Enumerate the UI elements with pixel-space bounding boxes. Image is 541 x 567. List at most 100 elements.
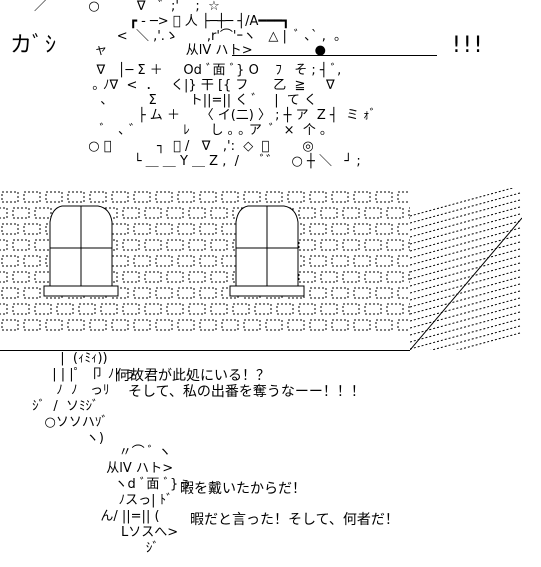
brick: [0, 239, 8, 251]
brick: [199, 223, 217, 235]
brick: [397, 255, 410, 267]
brick: [331, 287, 349, 299]
brick-side-line: [410, 255, 521, 287]
brick-side-line: [410, 304, 521, 336]
brick-side-line: [410, 206, 521, 238]
brick: [309, 319, 327, 331]
window-right-sill: [229, 285, 305, 297]
brick: [375, 223, 393, 235]
brick-side-line: [430, 325, 521, 350]
speaker-1-line: ヽ): [28, 431, 104, 446]
cloud-line: ∇ │─ Σ ＋ Od ﾞ面 ﾞ} O ﾌ そ ; ┤ ﾞ,: [80, 63, 342, 78]
brick: [133, 255, 151, 267]
brick: [331, 191, 349, 203]
brick: [375, 319, 393, 331]
speaker-1-line: | (ｨﾐｨ)): [52, 351, 108, 366]
speaker-2-line: ヽd ﾞ面 ﾞ}ぅ: [98, 477, 192, 492]
brick: [309, 191, 327, 203]
brick: [177, 319, 195, 331]
speaker-1-line: ﾉ ﾉ っﾘ: [44, 383, 110, 398]
brick: [12, 271, 30, 283]
brick: [364, 239, 382, 251]
speaker-1-line: | | |゜ 卩 ﾉ| ぅ: [44, 367, 136, 382]
brick: [111, 319, 129, 331]
brick: [166, 271, 184, 283]
cloud-line: ┏ ‐ ─> ﾞ 人 ├─┼─ ┤/A━━━┓: [92, 14, 290, 29]
brick-side-line: [410, 220, 521, 252]
brick: [199, 319, 217, 331]
brick: [133, 191, 151, 203]
brick: [232, 303, 250, 315]
brick: [397, 191, 410, 203]
brick-side-line: [410, 199, 521, 231]
dialogue-line-1: 何故君が此処にいる！？: [116, 368, 270, 384]
brick: [1, 287, 19, 299]
cloud-line: ○ ﾞ ┐ ＋ / ∇ ,': ◇ ｡ ◎: [80, 139, 314, 154]
brick: [331, 319, 349, 331]
brick: [122, 207, 140, 219]
brick: [111, 191, 129, 203]
brick: [12, 303, 30, 315]
brick: [34, 271, 52, 283]
brick-side-line: [410, 188, 515, 217]
brick: [144, 207, 162, 219]
dialogue-line-3: 暇を戴いたからだ！: [180, 481, 306, 497]
speaker-1-line: ｼﾞ / ソﾐｼﾞ: [28, 399, 99, 414]
brick: [12, 207, 30, 219]
brick: [155, 191, 173, 203]
cloud-line: ├ ム ＋ 〈 イ(二) 〉 ; ┼ ア Z ┤ ミ ｫﾞ: [80, 108, 377, 123]
brick: [100, 303, 118, 315]
brick: [133, 287, 151, 299]
brick: [1, 255, 19, 267]
brick-side-line: [410, 290, 521, 322]
brick: [309, 255, 327, 267]
brick: [199, 191, 217, 203]
dialogue-line-4: 暇だと言った！そして、何者だ！: [190, 512, 399, 528]
brick: [67, 319, 85, 331]
brick: [67, 191, 85, 203]
brick: [12, 239, 30, 251]
ground-line: [0, 350, 410, 351]
brick-side-line: [410, 248, 521, 280]
window-left-sill: [43, 285, 119, 297]
brick: [287, 319, 305, 331]
brick: [144, 303, 162, 315]
speaker-2-line: 〃⌒ ﾞ ヽ: [98, 445, 172, 460]
dialogue-line-2: そして、私の出番を奪うなーー！！！: [128, 384, 365, 400]
brick: [364, 207, 382, 219]
brick-side-line: [410, 311, 521, 343]
brick: [188, 207, 206, 219]
brick: [375, 287, 393, 299]
brick: [166, 303, 184, 315]
brick-side-line: [455, 332, 521, 350]
brick: [23, 255, 41, 267]
brick-side-line: [410, 234, 521, 266]
brick: [254, 303, 272, 315]
brick: [23, 319, 41, 331]
brick: [331, 223, 349, 235]
brick-side-line: [410, 262, 521, 294]
cloud-line: └ ＿ ＿ Y ＿ Z , / ﾞ゛ ○ ┼ ＼ ┘ ;: [80, 154, 361, 169]
brick: [34, 303, 52, 315]
brick: [364, 271, 382, 283]
brick: [45, 319, 63, 331]
brick: [122, 239, 140, 251]
brick: [221, 191, 239, 203]
brick: [375, 255, 393, 267]
brick-side-line: [410, 297, 521, 329]
brick: [298, 207, 316, 219]
cloud-line: ､ Σ ト||=|| く ﾞ | て く: [80, 93, 318, 108]
brick: [111, 223, 129, 235]
brick: [243, 191, 261, 203]
brick: [199, 287, 217, 299]
brick: [122, 303, 140, 315]
brick: [298, 303, 316, 315]
brick: [89, 191, 107, 203]
brick: [23, 287, 41, 299]
sound-effect-left: カﾞｼ: [10, 33, 59, 58]
brick: [331, 255, 349, 267]
brick: [111, 287, 129, 299]
brick: [166, 207, 184, 219]
brick-side-line: [410, 192, 521, 224]
brick-side-line: [410, 241, 521, 273]
